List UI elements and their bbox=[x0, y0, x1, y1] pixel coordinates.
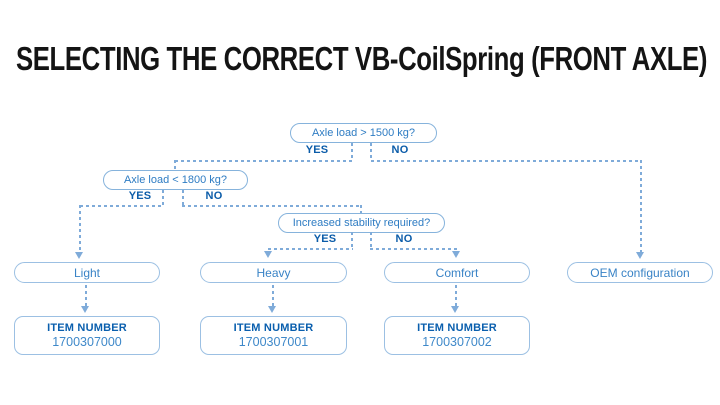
connector-light-item bbox=[85, 285, 87, 306]
arrow-down-icon bbox=[636, 252, 644, 259]
decision-2-no-label: NO bbox=[205, 190, 223, 202]
connector-d2-yes-horizontal bbox=[80, 205, 164, 207]
connector-d3-yes-stub bbox=[351, 232, 353, 249]
item-number-box-heavy: ITEM NUMBER 1700307001 bbox=[200, 316, 347, 355]
outcome-comfort: Comfort bbox=[384, 262, 530, 283]
connector-comfort-item bbox=[455, 285, 457, 306]
arrow-down-icon bbox=[451, 306, 459, 313]
page-title: SELECTING THE CORRECT VB-CoilSpring (FRO… bbox=[16, 40, 708, 77]
item-number-value: 1700307001 bbox=[238, 335, 309, 349]
decision-axle-load-1500: Axle load > 1500 kg? bbox=[290, 123, 437, 143]
connector-d2-yes-drop bbox=[79, 205, 81, 252]
connector-d1-yes-drop bbox=[174, 160, 176, 170]
item-number-label: ITEM NUMBER bbox=[233, 322, 314, 334]
outcome-oem-configuration: OEM configuration bbox=[567, 262, 713, 283]
connector-d1-no-stub bbox=[370, 143, 372, 161]
item-number-value: 1700307002 bbox=[422, 335, 492, 349]
decision-3-no-label: NO bbox=[395, 233, 413, 245]
connector-d1-yes-horizontal bbox=[175, 160, 352, 162]
item-number-label: ITEM NUMBER bbox=[47, 322, 127, 334]
decision-1-yes-label: YES bbox=[305, 144, 329, 156]
outcome-light: Light bbox=[14, 262, 160, 283]
connector-d2-no-drop bbox=[360, 205, 362, 213]
outcome-heavy: Heavy bbox=[200, 262, 347, 283]
decision-increased-stability: Increased stability required? bbox=[278, 213, 445, 233]
connector-d3-no-horizontal bbox=[370, 248, 457, 250]
connector-d1-no-horizontal bbox=[371, 160, 641, 162]
connector-d1-no-drop bbox=[640, 160, 642, 252]
connector-d2-yes-stub bbox=[162, 190, 164, 207]
arrow-down-icon bbox=[268, 306, 276, 313]
connector-d2-no-stub bbox=[182, 190, 184, 207]
connector-d3-no-stub bbox=[370, 232, 372, 249]
arrow-down-icon bbox=[81, 306, 89, 313]
arrow-down-icon bbox=[264, 251, 272, 258]
arrow-down-icon bbox=[75, 252, 83, 259]
decision-1-no-label: NO bbox=[391, 144, 409, 156]
item-number-label: ITEM NUMBER bbox=[417, 322, 497, 334]
connector-d1-yes-stub bbox=[351, 143, 353, 161]
item-number-box-comfort: ITEM NUMBER 1700307002 bbox=[384, 316, 530, 355]
arrow-down-icon bbox=[452, 251, 460, 258]
decision-axle-load-1800: Axle load < 1800 kg? bbox=[103, 170, 248, 190]
connector-heavy-item bbox=[272, 285, 274, 306]
item-number-box-light: ITEM NUMBER 1700307000 bbox=[14, 316, 160, 355]
connector-d3-yes-horizontal bbox=[268, 248, 353, 250]
item-number-value: 1700307000 bbox=[52, 335, 122, 349]
decision-2-yes-label: YES bbox=[128, 190, 152, 202]
connector-d2-no-horizontal bbox=[182, 205, 362, 207]
decision-3-yes-label: YES bbox=[313, 233, 337, 245]
